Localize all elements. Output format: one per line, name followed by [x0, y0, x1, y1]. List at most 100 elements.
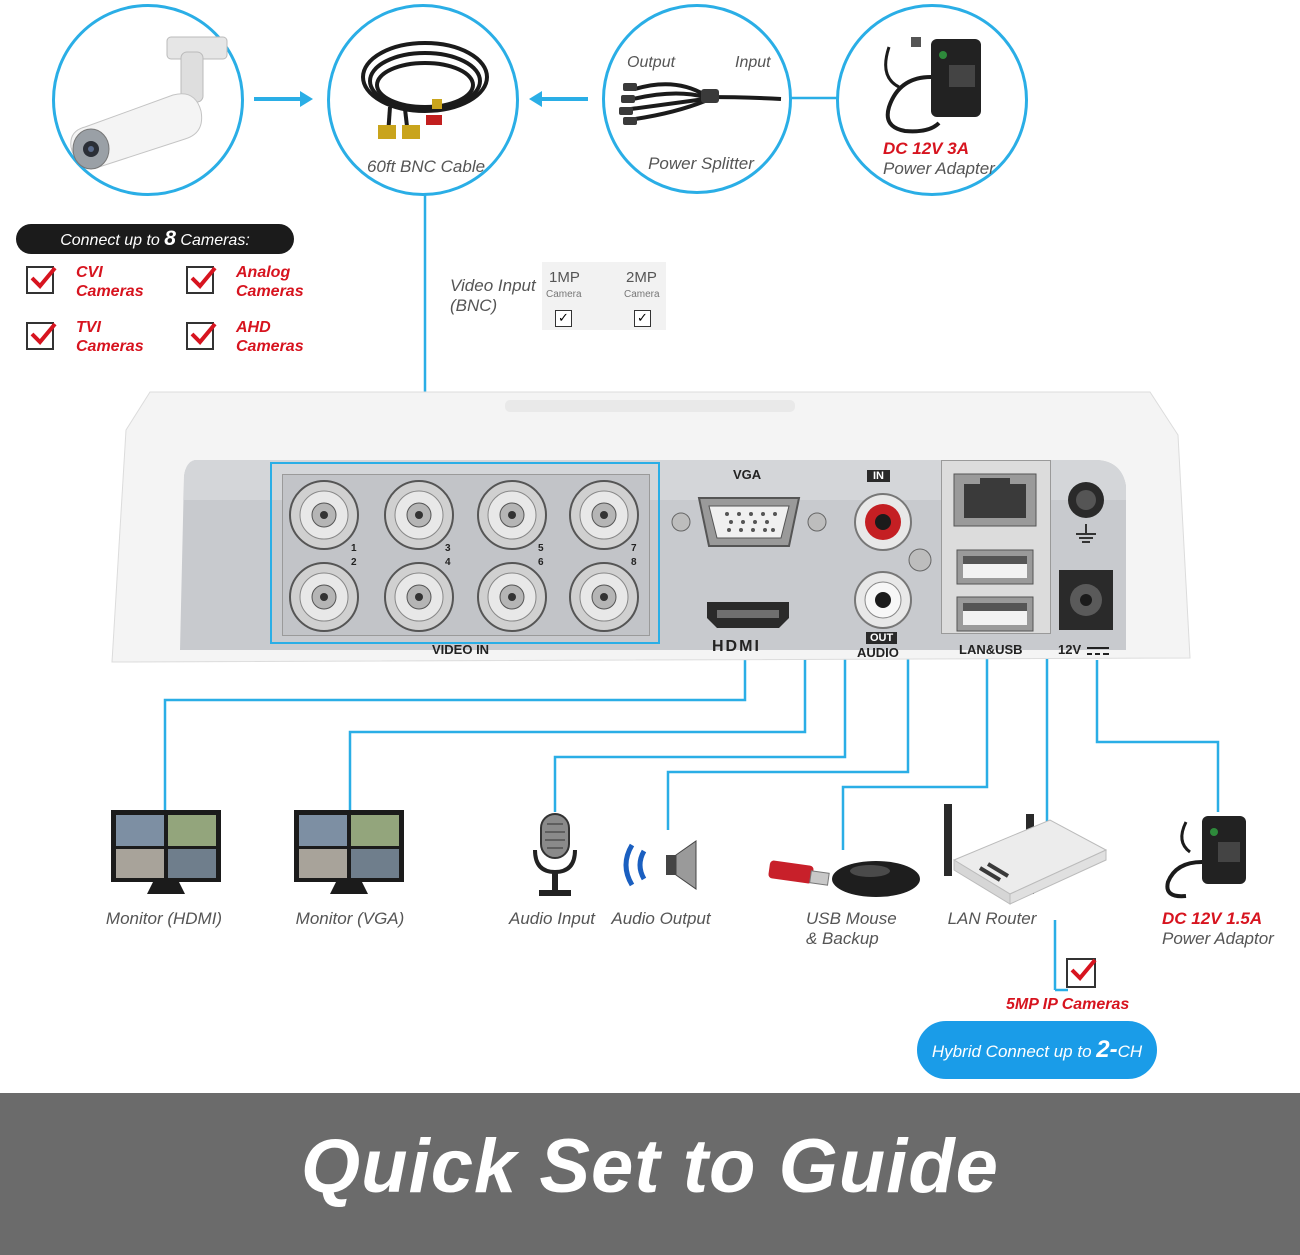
hybrid-prefix: Hybrid Connect up to: [931, 1042, 1092, 1061]
adapter-circle: DC 12V 3A Power Adapter: [836, 4, 1028, 196]
port-number-5: 5: [538, 543, 544, 554]
vga-label: VGA: [733, 467, 762, 482]
audio-out-label: OUT: [866, 632, 898, 644]
monitor-hdmi-label: Monitor (HDMI): [105, 909, 223, 928]
port-number-2: 2: [351, 557, 357, 568]
ahd-checkbox: [186, 322, 217, 350]
tvi-checkbox: [26, 322, 57, 350]
check-icon: [190, 266, 217, 289]
check-icon: [190, 322, 217, 345]
audio-in-label: IN: [867, 470, 890, 482]
cvi-line1: CVI: [76, 264, 103, 281]
dc-power-jack: [1059, 570, 1113, 630]
bnc-ports: [289, 480, 639, 632]
cable-circle: 60ft BNC Cable: [327, 4, 519, 196]
hybrid-badge: Hybrid Connect up to 2-CH: [914, 1018, 1160, 1082]
panel-screw: [908, 548, 932, 572]
psu-spec-label: DC 12V 1.5A: [1162, 909, 1263, 928]
monitor-hdmi-icon: [111, 810, 221, 894]
bullet-camera-icon: [70, 36, 228, 170]
usb-line1: USB Mouse: [806, 909, 897, 928]
lan-usb-label: LAN&USB: [959, 642, 1023, 657]
port-number-1: 1: [351, 543, 357, 554]
analog-checkbox: [186, 266, 217, 294]
router-icon: [944, 804, 1108, 905]
tvi-label: TVI Cameras: [76, 318, 144, 356]
check-icon: [30, 266, 57, 289]
camera-circle: [52, 4, 244, 196]
audio-input-label: Audio Input: [508, 909, 596, 928]
analog-line2: Cameras: [236, 283, 304, 300]
splitter-label: Power Splitter: [648, 154, 754, 173]
check-icon: [1070, 958, 1097, 981]
footer-banner: Quick Set to Guide: [0, 1093, 1300, 1255]
analog-line1: Analog: [236, 264, 291, 281]
col2-checkbox: ✓: [634, 310, 651, 327]
vga-port: [671, 497, 827, 547]
lan-port: [953, 473, 1037, 527]
cvi-label: CVI Cameras: [76, 263, 144, 301]
usb-mouse-label: USB Mouse & Backup: [806, 909, 897, 949]
video-input-line1: Video Input: [450, 276, 536, 295]
splitter-circle: Output Input Power Splitter: [602, 4, 792, 194]
audio-out-port: [854, 571, 912, 629]
pill-number: 8: [164, 227, 176, 250]
port-number-8: 8: [631, 557, 637, 568]
port-number-4: 4: [445, 557, 451, 568]
adapter-spec-label: DC 12V 3A: [883, 139, 969, 158]
col1-checkbox: ✓: [555, 310, 572, 327]
monitor-vga-icon: [294, 810, 404, 894]
psu-name-label: Power Adaptor: [1162, 929, 1274, 948]
hdmi-label: HDMI: [712, 638, 761, 655]
bnc-cable-icon: [361, 41, 489, 139]
audio-in-port: [854, 493, 912, 551]
col1-sub: Camera: [546, 289, 582, 300]
ahd-line1: AHD: [236, 319, 271, 336]
video-input-table: 1MP Camera 2MP Camera ✓ ✓: [542, 262, 666, 330]
cvi-checkbox: [26, 266, 57, 294]
ahd-line2: Cameras: [236, 338, 304, 355]
pill-prefix: Connect up to: [60, 232, 160, 249]
analog-label: Analog Cameras: [236, 263, 304, 301]
ground-terminal: [1068, 482, 1104, 543]
tvi-line1: TVI: [76, 319, 101, 336]
usb-drive-icon: [768, 860, 830, 886]
usb-line2: & Backup: [806, 929, 879, 948]
tvi-line2: Cameras: [76, 338, 144, 355]
ip-camera-checkbox: [1066, 958, 1097, 988]
col2-sub: Camera: [624, 289, 660, 300]
lan-router-label: LAN Router: [947, 909, 1037, 928]
hybrid-number: 2-: [1096, 1036, 1118, 1063]
microphone-icon: [533, 813, 577, 896]
splitter-output-label: Output: [627, 54, 676, 71]
ip-cameras-label: 5MP IP Cameras: [1006, 996, 1130, 1013]
ahd-label: AHD Cameras: [236, 318, 304, 356]
audio-output-label: Audio Output: [611, 909, 711, 928]
power-label: 12V: [1058, 642, 1082, 657]
power-splitter-icon: [619, 82, 782, 125]
usb-port-2: [956, 596, 1034, 632]
col1-head: 1MP: [549, 269, 580, 286]
port-number-7: 7: [631, 543, 637, 554]
video-in-frame: [270, 462, 660, 644]
speaker-icon: [623, 840, 697, 890]
port-number-3: 3: [445, 543, 451, 554]
video-in-label: VIDEO IN: [432, 642, 490, 657]
check-icon: [30, 322, 57, 345]
video-input-line2: (BNC): [450, 296, 498, 315]
monitor-vga-label: Monitor (VGA): [295, 909, 405, 928]
hdmi-port: [707, 602, 789, 628]
dc-symbol-icon: [1087, 647, 1109, 655]
mouse-icon: [832, 861, 920, 897]
adapter-name-label: Power Adapter: [883, 159, 995, 178]
cvi-line2: Cameras: [76, 283, 144, 300]
port-number-6: 6: [538, 557, 544, 568]
usb-port-1: [956, 549, 1034, 585]
camera-count-pill: Connect up to 8 Cameras:: [16, 224, 294, 254]
audio-label: AUDIO: [857, 645, 899, 660]
power-adapter-icon: [884, 37, 981, 134]
psu-adapter-icon: [1165, 816, 1246, 899]
hybrid-suffix: CH: [1117, 1042, 1143, 1061]
cable-label: 60ft BNC Cable: [366, 157, 486, 176]
